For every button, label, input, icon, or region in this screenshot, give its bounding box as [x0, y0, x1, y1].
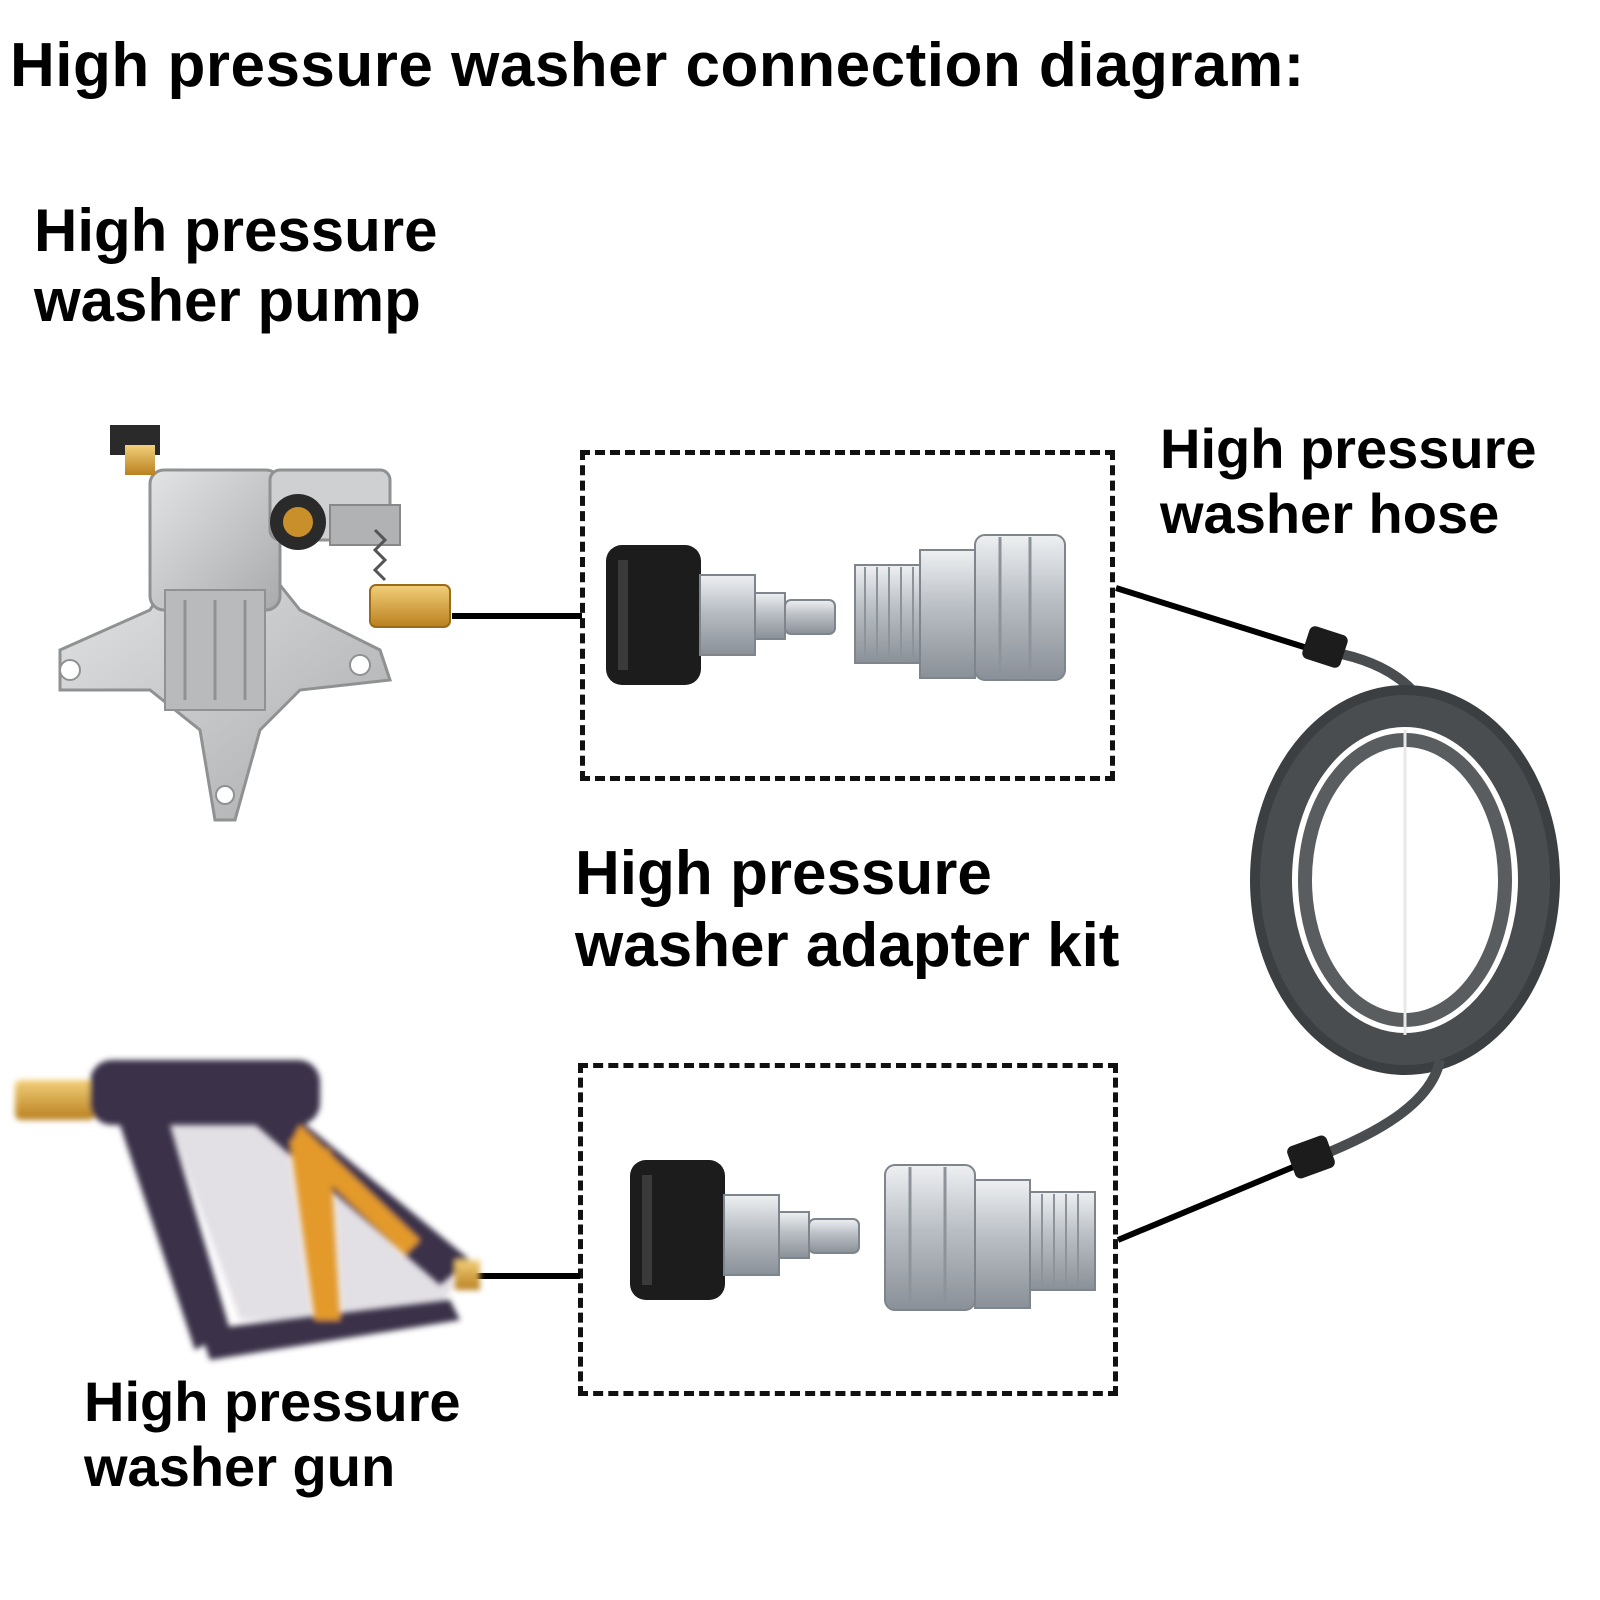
- hose-label-line-1: High pressure: [1160, 417, 1537, 480]
- kit-to-hose-top-line: [1115, 585, 1321, 655]
- hose-label-line-2: washer hose: [1160, 481, 1500, 545]
- pump-label-line-2: washer pump: [34, 266, 421, 334]
- adapter-kit-box-top: [580, 450, 1115, 781]
- hose-image: [1250, 626, 1560, 1179]
- pump-label: High pressure washer pump: [34, 196, 437, 335]
- pump-image: [58, 425, 451, 822]
- diagram-title: High pressure washer connection diagram:: [10, 31, 1305, 100]
- adapter-bottom-pieces: [630, 1160, 1096, 1311]
- adapter-kit-box-bottom: [578, 1063, 1118, 1396]
- adapter-top-pieces: [606, 534, 1066, 685]
- gun-label: High pressure washer gun: [84, 1370, 461, 1500]
- hose-label: High pressure washer hose: [1160, 417, 1537, 547]
- adapter-kit-label: High pressure washer adapter kit: [575, 838, 1119, 982]
- kit-to-hose-bottom-line: [1116, 1157, 1312, 1243]
- connector-lines: [452, 585, 1321, 1279]
- gun-label-line-2: washer gun: [84, 1434, 396, 1498]
- gun-label-line-1: High pressure: [84, 1370, 461, 1433]
- gun-image: [15, 1060, 480, 1360]
- adapter-kit-label-line-1: High pressure: [575, 839, 992, 908]
- pump-label-line-1: High pressure: [34, 197, 438, 264]
- adapter-kit-label-line-2: washer adapter kit: [575, 910, 1120, 980]
